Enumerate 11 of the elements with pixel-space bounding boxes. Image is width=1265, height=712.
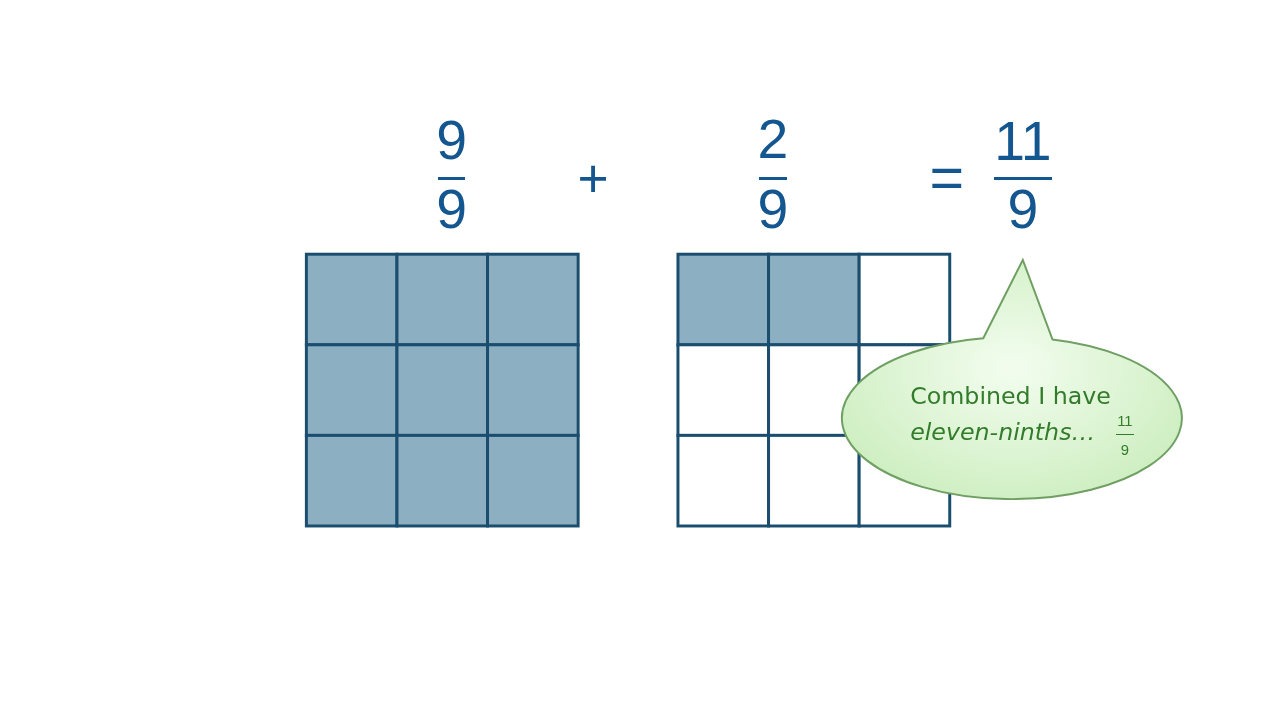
equals-sign: = <box>929 148 965 208</box>
fraction-numerator: 11 <box>994 114 1052 170</box>
fraction-numerator: 2 <box>757 112 789 168</box>
fraction-denominator: 9 <box>757 181 789 238</box>
bubble-text: Combined I have eleven-ninths… <box>910 381 1112 449</box>
fraction-numerator: 11 <box>1117 413 1133 429</box>
plus-sign: + <box>577 152 609 206</box>
fraction-denominator: 9 <box>436 181 467 238</box>
fraction-denominator: 9 <box>1007 181 1039 238</box>
fraction-denominator: 9 <box>1120 442 1129 458</box>
fraction-numerator: 9 <box>436 113 467 169</box>
